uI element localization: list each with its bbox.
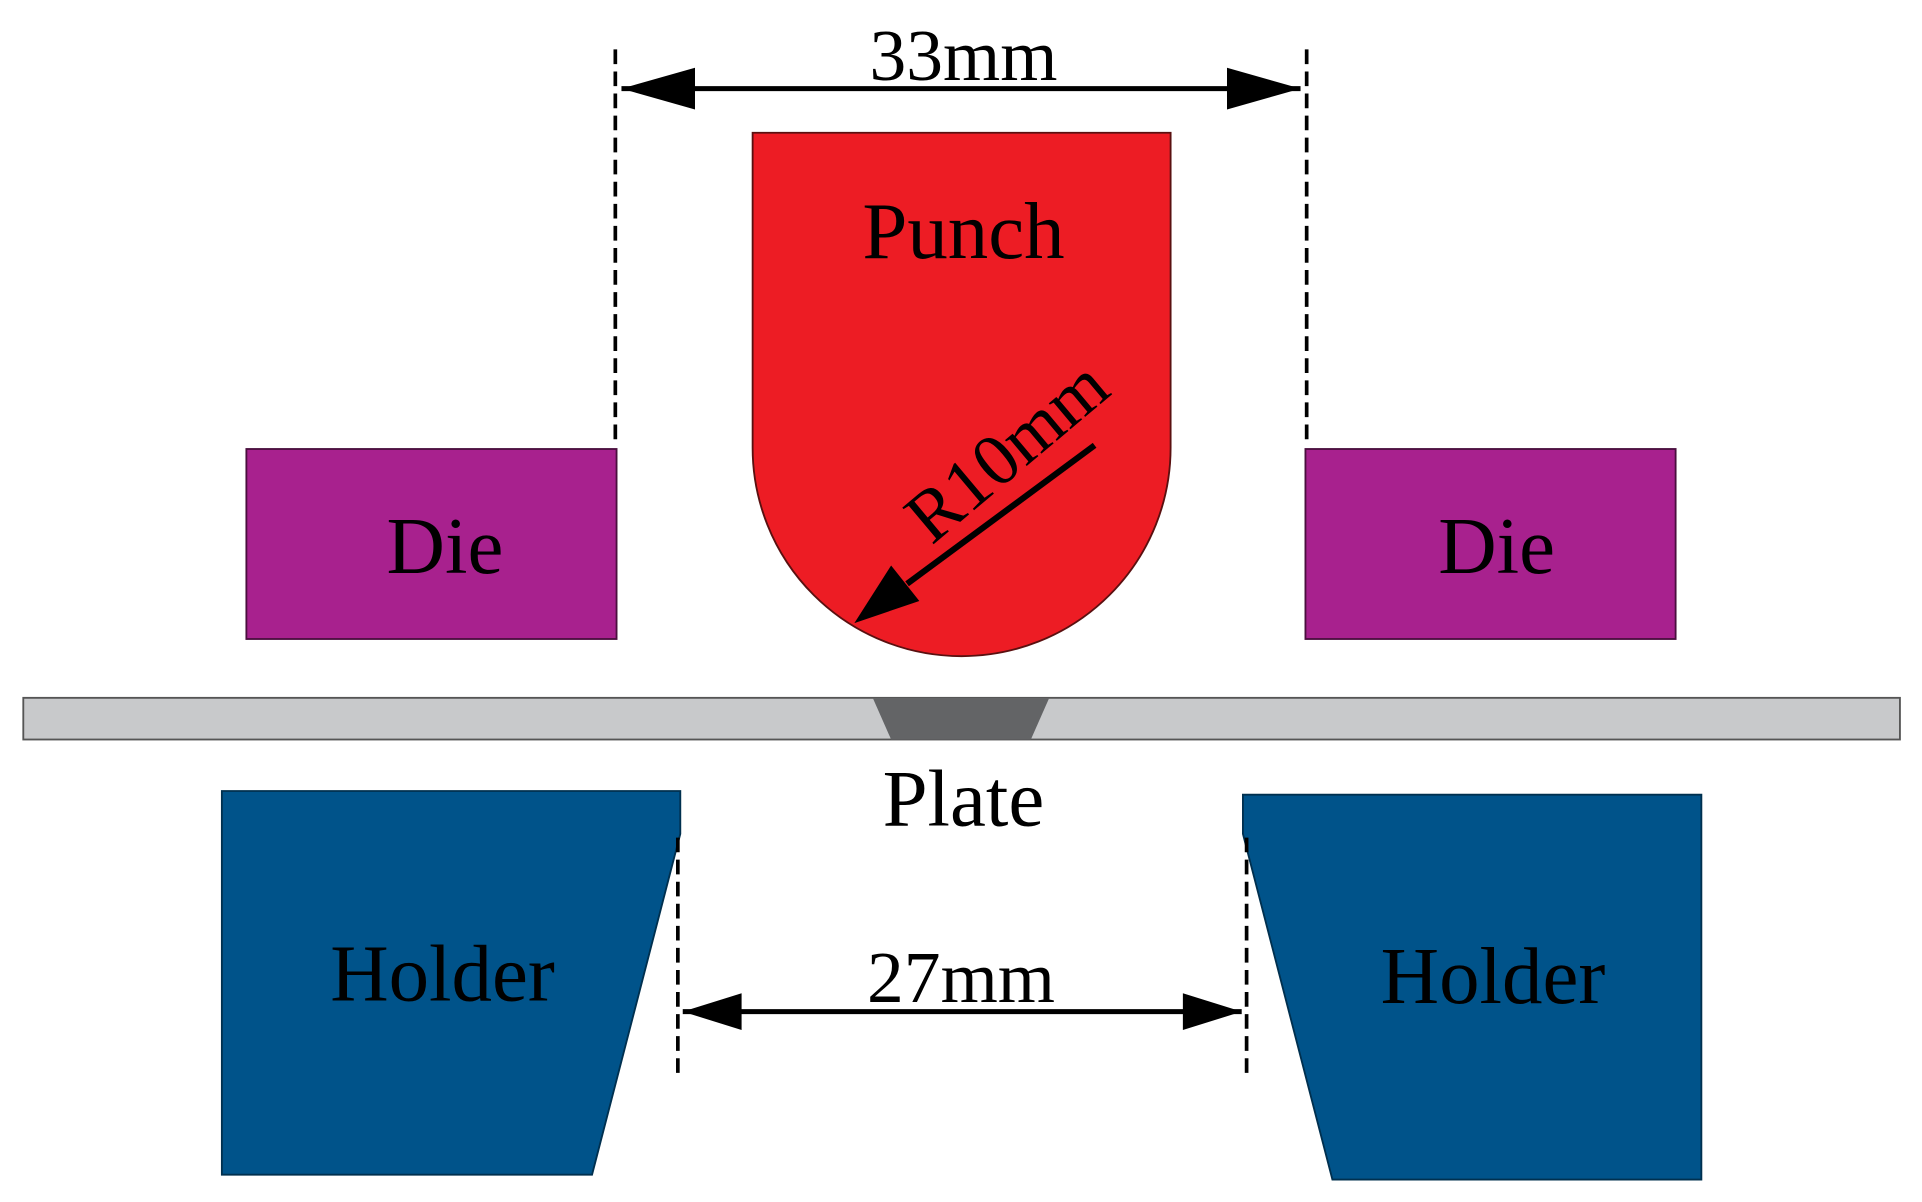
dimension-bottom-gap-label: 27mm <box>867 936 1055 1018</box>
holder-left: Holder <box>220 790 682 1176</box>
dimension-top-gap-label: 33mm <box>869 14 1057 96</box>
punch-label: Punch <box>862 187 1064 276</box>
holder-right-label: Holder <box>1381 932 1606 1021</box>
plate: Plate <box>22 696 1901 843</box>
weld-zone <box>872 697 1050 740</box>
holder-left-label: Holder <box>330 930 555 1019</box>
punch: Punch R10mm <box>751 131 1172 657</box>
die-left: Die <box>245 448 618 640</box>
die-right-label: Die <box>1438 502 1555 591</box>
dimension-top-gap: 33mm <box>621 14 1301 110</box>
die-right: Die <box>1304 448 1677 640</box>
die-left-label: Die <box>387 502 504 591</box>
dimension-bottom-gap: 27mm <box>682 936 1242 1031</box>
holder-right: Holder <box>1242 793 1703 1181</box>
plate-label: Plate <box>883 754 1045 843</box>
